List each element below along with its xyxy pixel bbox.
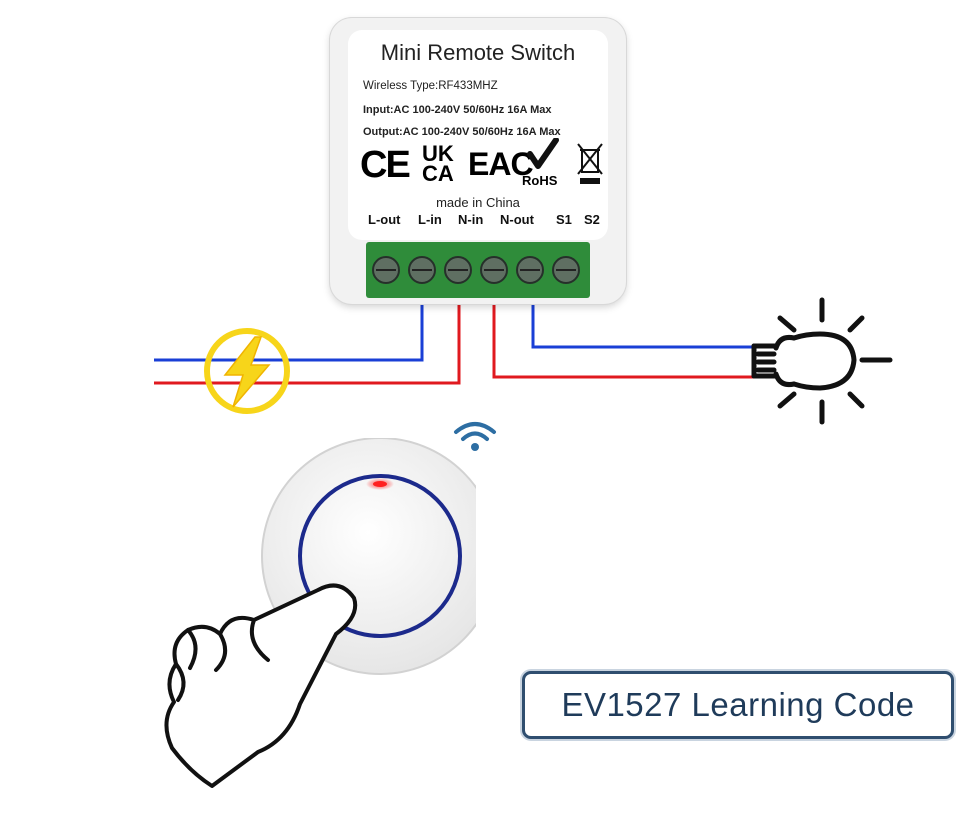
live-wire-in <box>154 300 461 385</box>
hand-pointer-icon <box>164 583 358 788</box>
ce-mark-icon: CE <box>360 144 411 186</box>
learning-code-text: EV1527 Learning Code <box>561 686 915 723</box>
terminal-label-l-in: L-in <box>418 212 442 227</box>
terminal-block <box>366 242 590 298</box>
ukca-mark-ca: CA <box>422 161 454 186</box>
ukca-mark-icon: UK CA <box>422 141 454 186</box>
rohs-checkmark-icon <box>527 137 559 169</box>
device-title: Mini Remote Switch <box>380 40 576 65</box>
neutral-wire-out <box>531 300 770 349</box>
terminal-label-n-out: N-out <box>500 212 534 227</box>
wireless-type-text: Wireless Type:RF433MHZ <box>363 80 498 92</box>
eac-mark-icon: EAC <box>468 146 534 182</box>
terminal-label-s2: S2 <box>584 212 600 227</box>
learning-code-badge: EV1527 Learning Code <box>522 671 954 739</box>
weee-bin-icon <box>577 143 603 184</box>
device-label-panel <box>348 30 608 240</box>
light-bulb-icon <box>751 297 893 425</box>
rohs-check-icon: RoHS <box>522 137 562 188</box>
live-wire-out <box>492 300 770 379</box>
output-spec-text: Output:AC 100-240V 50/60Hz 16A Max <box>363 126 561 138</box>
terminal-label-n-in: N-in <box>458 212 484 227</box>
terminal-label-s1: S1 <box>556 212 572 227</box>
input-spec-text: Input:AC 100-240V 50/60Hz 16A Max <box>363 104 552 116</box>
made-in-text: made in China <box>436 195 520 210</box>
terminal-label-l-out: L-out <box>368 212 401 227</box>
lightning-power-icon <box>204 328 290 414</box>
wifi-signal-icon <box>454 422 496 451</box>
rohs-label: RoHS <box>522 173 558 188</box>
mini-remote-switch-module: Mini Remote Switch Wireless Type:RF433MH… <box>330 18 626 304</box>
ukca-mark-uk: UK <box>422 141 454 166</box>
terminal-screws <box>372 256 580 284</box>
